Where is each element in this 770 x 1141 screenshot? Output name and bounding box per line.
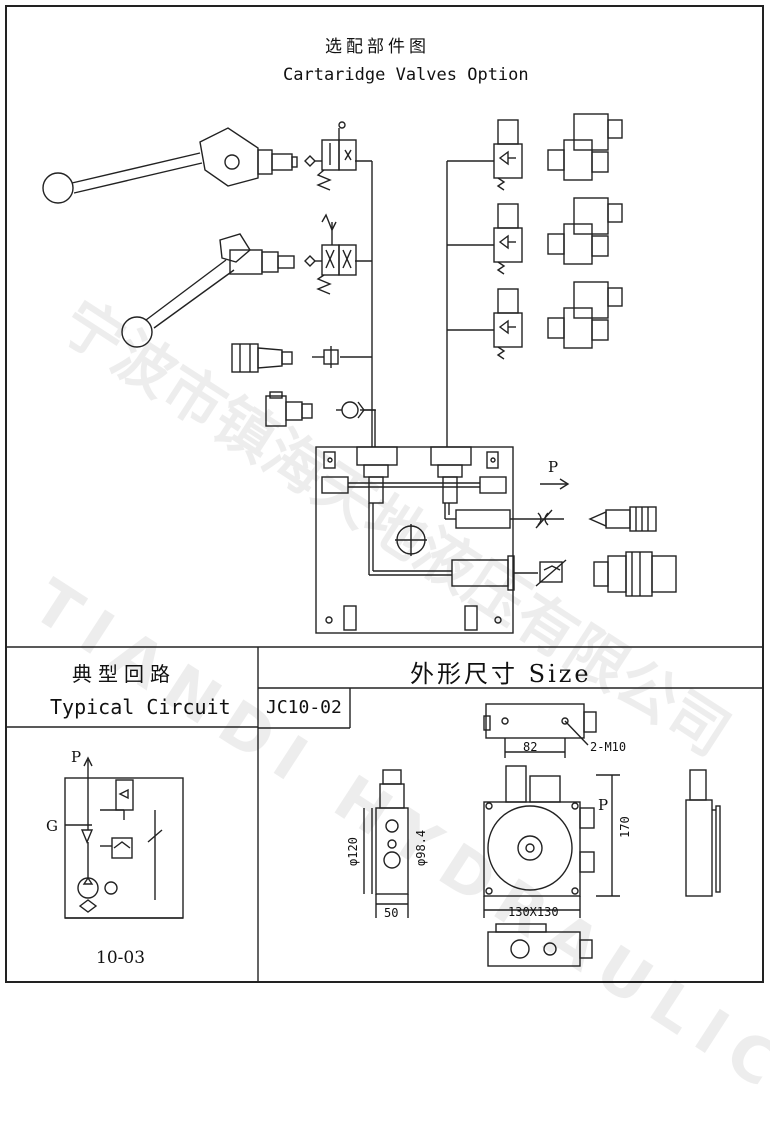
plug-symbol — [312, 346, 339, 368]
solenoid-valve-3 — [493, 281, 623, 360]
header-title-en: Cartaridge Valves Option — [283, 65, 529, 85]
circuit-port-p: P — [71, 748, 82, 766]
typical-circuit-title-cn: 典型回路 — [72, 662, 176, 686]
relief-valve-symbol — [514, 559, 567, 587]
dim-130: 130X130 — [508, 905, 559, 919]
check-valve-symbol — [336, 401, 376, 419]
option-connection-lines — [340, 160, 494, 447]
dim-p: P — [598, 796, 609, 814]
solenoid-valve-2 — [493, 197, 623, 275]
manifold-block — [315, 446, 515, 634]
pressure-port-arrow — [540, 478, 570, 490]
size-bottom-view — [487, 923, 593, 967]
check-valve-cartridge — [265, 391, 313, 427]
size-left-view — [363, 769, 409, 918]
manual-lever-valve-1 — [42, 127, 298, 204]
drawing-frame — [5, 5, 764, 983]
manual-valve-1-symbol — [304, 121, 357, 191]
solenoid-valve-1 — [493, 113, 623, 191]
dim-phi120: φ120 — [346, 837, 360, 866]
size-front-view — [483, 765, 620, 918]
dim-170: 170 — [618, 816, 632, 838]
size-title: 外形尺寸 Size — [410, 660, 592, 688]
circuit-code: 10-03 — [96, 948, 146, 968]
typical-circuit-title-en: Typical Circuit — [50, 695, 231, 719]
size-top-view — [483, 703, 597, 758]
manual-lever-valve-2 — [121, 233, 295, 348]
throttle-valve-part — [588, 506, 657, 532]
dim-50: 50 — [384, 906, 399, 920]
size-right-view — [685, 769, 721, 897]
circuit-port-g: G — [46, 817, 58, 835]
drawing-canvas — [5, 113, 764, 983]
pressure-port-label: P — [548, 458, 559, 476]
plug-fitting — [231, 343, 293, 373]
throttle-valve-symbol — [510, 509, 564, 529]
header-title-cn: 选配部件图 — [325, 37, 430, 57]
manual-valve-2-symbol — [304, 213, 357, 295]
relief-valve-part — [593, 551, 677, 597]
dim-phi98: φ98.4 — [414, 829, 428, 866]
typical-circuit-schematic — [64, 756, 184, 919]
size-model: JC10-02 — [266, 697, 342, 718]
dim-m10: 2-M10 — [590, 740, 627, 754]
dim-82: 82 — [523, 740, 538, 754]
